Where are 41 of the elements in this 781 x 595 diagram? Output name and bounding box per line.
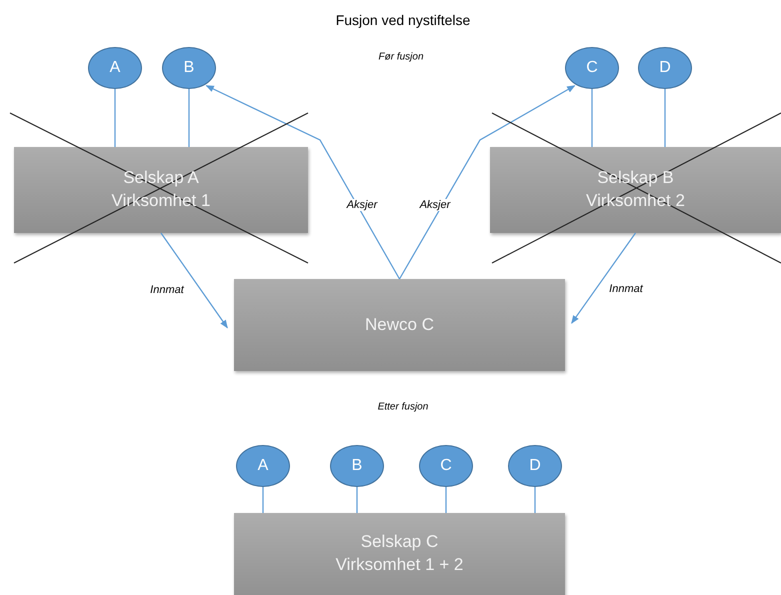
node-label: D xyxy=(529,456,541,476)
edge-label: Aksjer xyxy=(418,199,452,211)
node-label: D xyxy=(659,58,671,78)
arrow xyxy=(160,232,228,328)
arrow xyxy=(398,85,576,280)
node-label: A xyxy=(110,58,120,78)
shareholder-circle xyxy=(419,445,473,487)
arrow xyxy=(206,85,400,280)
node-label: C xyxy=(440,456,452,476)
company-box xyxy=(234,279,565,371)
connector-line xyxy=(664,89,666,147)
company-box xyxy=(234,513,565,595)
section-label: Før fusjon xyxy=(378,52,424,62)
connector-line xyxy=(445,487,447,513)
node-label: Selskap C Virksomhet 1 + 2 xyxy=(334,531,464,576)
node-label: B xyxy=(184,58,194,78)
shareholder-circle xyxy=(565,47,619,89)
shareholder-circle xyxy=(330,445,384,487)
company-box xyxy=(14,147,308,233)
connector-line xyxy=(114,89,116,147)
connector-line xyxy=(591,89,593,147)
node-label: C xyxy=(586,58,598,78)
edge-label: Innmat xyxy=(148,284,186,296)
connector-line xyxy=(188,89,190,147)
node-label: B xyxy=(352,456,362,476)
node-label: A xyxy=(258,456,268,476)
connector-line xyxy=(356,487,358,513)
section-label: Etter fusjon xyxy=(378,402,428,412)
connector-line xyxy=(534,487,536,513)
shareholder-circle xyxy=(638,47,692,89)
shareholder-circle xyxy=(162,47,216,89)
shareholder-circle xyxy=(236,445,290,487)
arrow xyxy=(571,232,636,324)
edge-label: Innmat xyxy=(607,283,645,295)
edge-label: Aksjer xyxy=(344,199,380,211)
shareholder-circle xyxy=(508,445,562,487)
diagram-title: Fusjon ved nystiftelse xyxy=(336,12,470,28)
node-label: Newco C xyxy=(365,314,434,336)
company-box xyxy=(490,147,781,233)
connector-line xyxy=(262,487,264,513)
shareholder-circle xyxy=(88,47,142,89)
